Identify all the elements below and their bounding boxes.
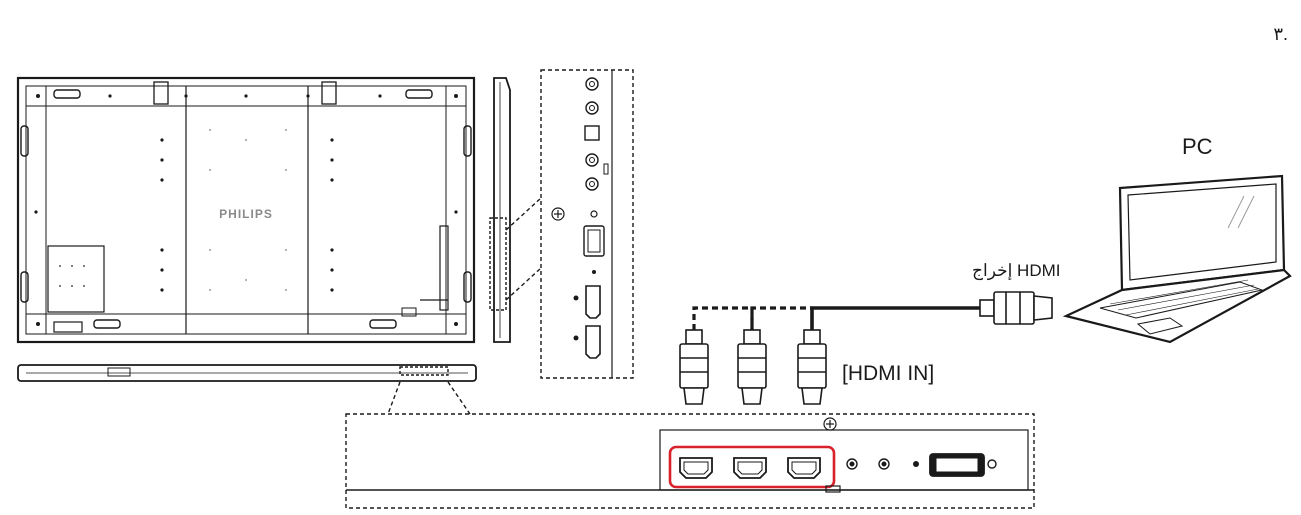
hdmi-out-label: إخراج HDMI xyxy=(972,261,1060,281)
hdmi-plug xyxy=(797,329,827,405)
hdmi-plug-out xyxy=(979,291,1053,325)
handle xyxy=(369,319,397,329)
hdmi-port xyxy=(733,457,767,479)
laptop-icon xyxy=(1062,174,1292,344)
display-side-profile xyxy=(489,77,511,343)
hdmi-in-label: [HDMI IN] xyxy=(842,362,934,385)
hdmi-cable-main xyxy=(810,306,1000,330)
handle xyxy=(53,89,81,99)
hdmi-cables xyxy=(692,306,1000,330)
bottom-connector-panel xyxy=(345,413,1035,509)
handle xyxy=(463,271,472,303)
step-number: ٣. xyxy=(1273,24,1288,44)
handle xyxy=(93,319,121,329)
brand-label: PHILIPS xyxy=(219,207,273,221)
hdmi-in-ports xyxy=(679,457,821,479)
side-connector-panel xyxy=(540,69,634,379)
hdmi-port xyxy=(787,457,821,479)
display-bottom-edge xyxy=(17,364,477,382)
handle xyxy=(20,271,29,303)
handle xyxy=(463,125,472,157)
display-inner-frame xyxy=(25,85,467,335)
bottom-panel-dashed-frame xyxy=(345,413,1035,509)
handle xyxy=(405,89,433,99)
hdmi-in-highlight xyxy=(668,445,836,489)
hdmi-plug xyxy=(679,329,709,405)
display-back-view: PHILIPS xyxy=(16,76,476,344)
hdmi-plug xyxy=(737,329,767,405)
hdmi-port xyxy=(679,457,713,479)
handle xyxy=(20,125,29,157)
pc-label: PC xyxy=(1182,134,1213,159)
hdmi-plugs-in xyxy=(679,329,827,405)
